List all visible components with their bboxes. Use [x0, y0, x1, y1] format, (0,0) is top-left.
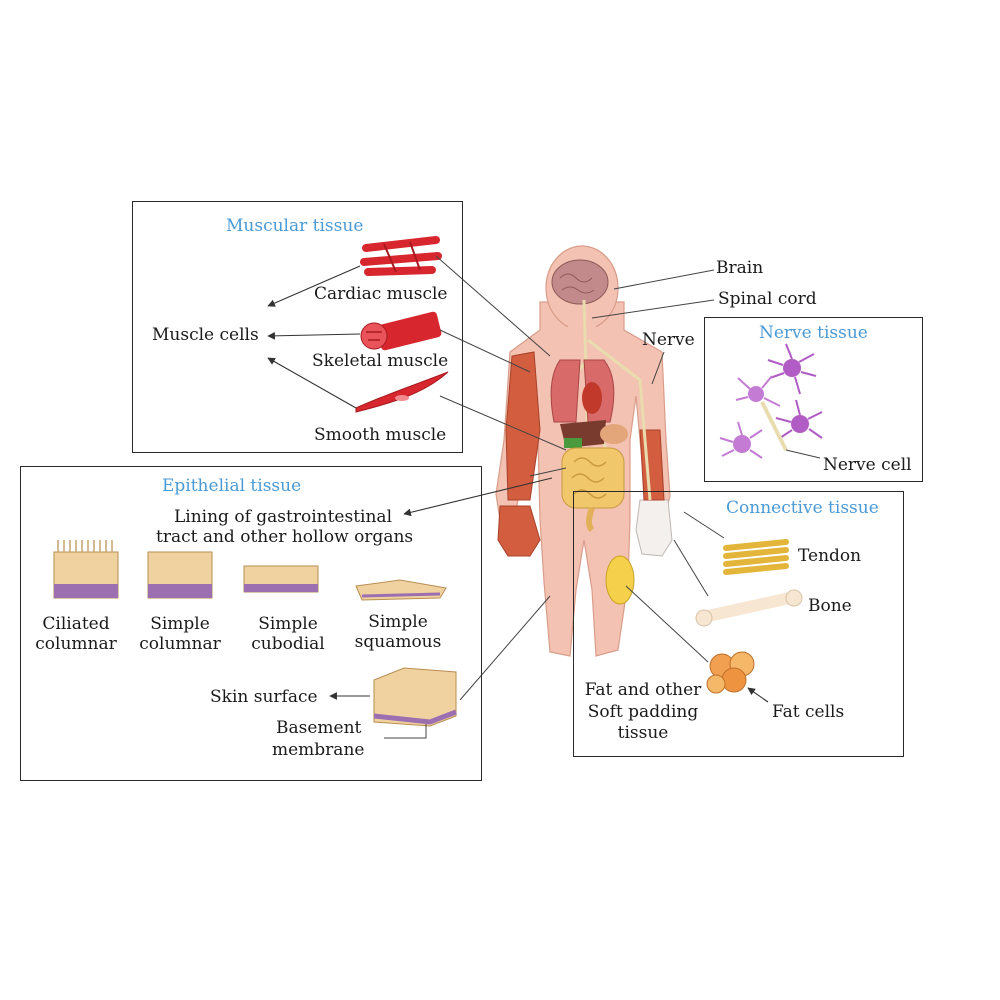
nerve-tissue-panel: [704, 317, 923, 482]
smooth-muscle-icon: [355, 371, 449, 413]
skeletal-muscle-icon: [360, 311, 442, 351]
simple-columnar-label-1: Simple: [150, 614, 210, 634]
basement-membrane-label-1: Basement: [276, 718, 362, 738]
intestines: [561, 447, 625, 533]
muscle-cells-label: Muscle cells: [152, 325, 259, 345]
nerve-tissue-title: Nerve tissue: [759, 323, 868, 343]
neuron-cells-icon: [719, 343, 823, 459]
fat-tissue-thigh: [605, 555, 635, 605]
ciliated-columnar-icon: [53, 540, 119, 599]
basement-membrane-label-2: membrane: [272, 740, 365, 760]
nerve-cell-label: Nerve cell: [823, 455, 912, 475]
simple-cubodial-label-1: Simple: [258, 614, 318, 634]
simple-squamous-label-1: Simple: [368, 612, 428, 632]
lining-label-line-1: Lining of gastrointestinal: [174, 507, 393, 527]
nerve-label: Nerve: [642, 330, 695, 350]
fat-cells-label: Fat cells: [772, 702, 845, 722]
brain-label: Brain: [716, 258, 764, 278]
fat-padding-label-3: tissue: [617, 723, 669, 743]
tendon-icon: [723, 539, 789, 575]
simple-squamous-label-2: squamous: [354, 632, 442, 652]
connective-tissue-title: Connective tissue: [726, 498, 879, 518]
lining-label-line-2: tract and other hollow organs: [156, 527, 414, 547]
muscular-tissue-title: Muscular tissue: [226, 216, 364, 236]
lungs-heart: [550, 359, 615, 423]
skeletal-muscle-label: Skeletal muscle: [312, 351, 449, 371]
hands: [497, 499, 673, 557]
epithelial-tissue-panel: [20, 466, 482, 781]
simple-squamous-icon: [355, 579, 447, 601]
simple-columnar-label-2: columnar: [139, 634, 221, 654]
cardiac-muscle-icon: [360, 236, 442, 276]
connector-lines: [384, 255, 821, 739]
fat-padding-label-2: Soft padding: [587, 702, 699, 722]
bone-icon: [695, 589, 803, 627]
epithelial-tissue-title: Epithelial tissue: [162, 476, 302, 496]
spinal-cord-label: Spinal cord: [718, 289, 817, 309]
tendon-label: Tendon: [798, 546, 862, 566]
skin-surface-icon: [373, 667, 457, 727]
ciliated-columnar-label-1: Ciliated: [42, 614, 110, 634]
connective-tissue-panel: [573, 491, 904, 757]
ciliated-columnar-label-2: columnar: [35, 634, 117, 654]
bone-label: Bone: [808, 596, 852, 616]
fat-cells-icon: [706, 651, 755, 694]
arrows: [267, 265, 769, 703]
muscular-tissue-panel: [132, 201, 463, 453]
brain-organ: [551, 259, 609, 305]
smooth-muscle-label: Smooth muscle: [314, 425, 447, 445]
fat-padding-label-1: Fat and other: [584, 680, 702, 700]
liver-stomach: [560, 420, 628, 448]
simple-columnar-icon: [147, 551, 213, 599]
skin-surface-label: Skin surface: [210, 687, 318, 707]
simple-cubodial-icon: [243, 565, 319, 593]
simple-cubodial-label-2: cubodial: [251, 634, 325, 654]
cardiac-muscle-label: Cardiac muscle: [314, 284, 448, 304]
